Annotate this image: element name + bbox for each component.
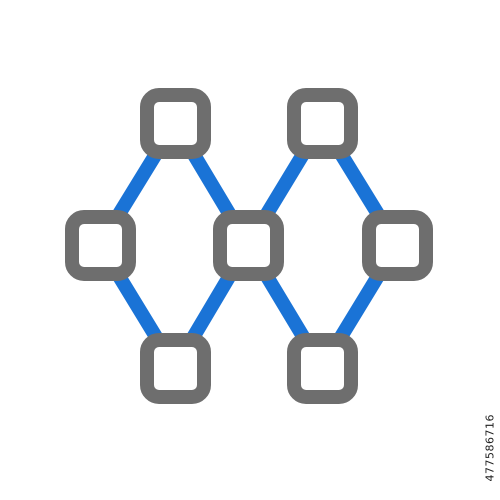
node-middle-right: [362, 210, 433, 281]
node-top-right: [287, 88, 358, 159]
node-bottom-right: [287, 333, 358, 404]
node-middle-center: [213, 210, 284, 281]
node-bottom-left: [140, 333, 211, 404]
stock-id-label: 477586716: [483, 414, 496, 482]
node-middle-left: [65, 210, 136, 281]
node-top-left: [140, 88, 211, 159]
